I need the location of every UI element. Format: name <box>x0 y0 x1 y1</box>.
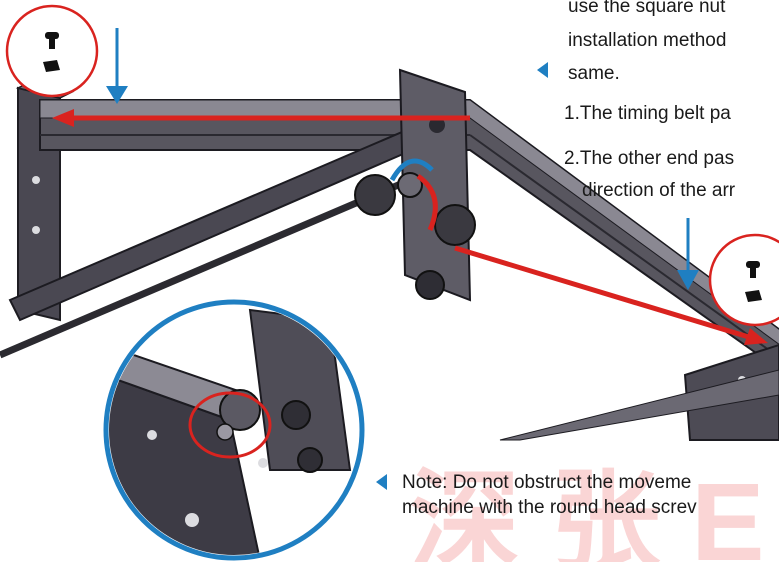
square-nut-icon <box>43 60 60 72</box>
rotation-arrow-red <box>416 173 438 231</box>
pointer-triangle-icon <box>376 474 387 490</box>
rotation-arrow-blue <box>389 158 434 182</box>
detail-zoom-circle <box>103 299 365 561</box>
screw-callout-right <box>708 233 779 327</box>
right-end-plate <box>499 343 779 441</box>
pointer-triangle-icon <box>537 62 548 78</box>
carriage-plate <box>354 68 476 302</box>
down-arrow-icon <box>106 28 128 104</box>
instruction-line-1: use the square nut <box>568 0 726 17</box>
guide-rod <box>0 176 412 359</box>
instruction-step-1: 1.The timing belt pa <box>564 103 731 124</box>
down-arrow-icon <box>677 218 699 290</box>
instruction-step-2: 2.The other end pas <box>564 148 735 169</box>
screw-icon <box>45 32 59 49</box>
instruction-line-3: same. <box>568 63 620 84</box>
note-line-1: Note: Do not obstruct the moveme <box>402 472 692 493</box>
screw-callout-left <box>5 4 99 98</box>
note-line-2: machine with the round head screv <box>402 497 697 518</box>
instruction-line-2: installation method <box>568 30 727 51</box>
highlight-ring <box>188 391 272 459</box>
belt-path-arrow <box>52 109 768 345</box>
instruction-step-2-cont: direction of the arr <box>582 180 736 201</box>
watermark: 深 张 E <box>410 461 765 562</box>
screw-icon <box>746 261 760 278</box>
square-nut-icon <box>745 290 762 302</box>
